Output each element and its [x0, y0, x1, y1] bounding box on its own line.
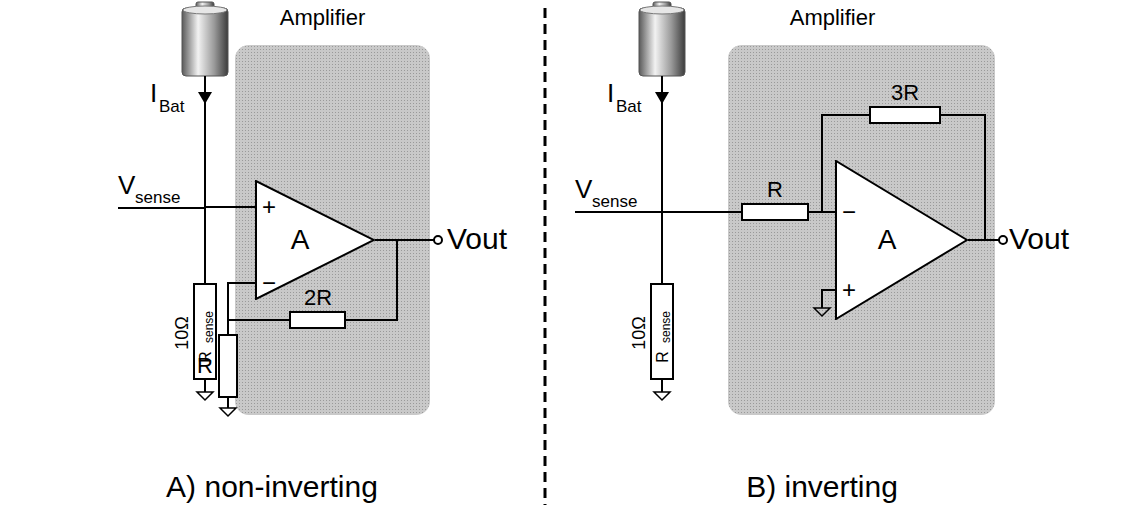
signal-label: I: [150, 80, 157, 106]
signal-label: sense: [592, 193, 637, 210]
signal-label: Bat: [159, 98, 185, 115]
ground-symbol: [654, 392, 670, 400]
ground-symbol: [197, 392, 213, 400]
divider-line: [544, 8, 547, 505]
opamp-symbol: + −A: [255, 180, 375, 300]
signal-label: Vout: [1009, 224, 1069, 254]
wire: [227, 397, 229, 408]
opamp-outline: [256, 181, 374, 299]
resistor-name: sense: [660, 311, 672, 343]
resistor-symbol: [219, 335, 237, 397]
resistor-symbol: [870, 107, 940, 123]
opamp-outline: [836, 161, 967, 319]
sense-resistor: 10ΩRsense: [650, 283, 674, 380]
resistor-name: sense: [203, 311, 215, 343]
battery-body: [182, 8, 228, 76]
current-arrow: [198, 92, 212, 104]
panel-caption: B) inverting: [746, 472, 898, 502]
signal-label: R: [767, 179, 783, 201]
wire: [118, 207, 205, 209]
wire: [575, 211, 742, 213]
input-sign: −: [262, 271, 276, 295]
wire: [228, 319, 290, 321]
input-sign: +: [842, 278, 856, 302]
signal-label: R: [197, 355, 213, 377]
resistance-value: 10Ω: [630, 316, 648, 349]
resistance-value: 10Ω: [173, 316, 191, 349]
signal-label: Vout: [447, 224, 507, 254]
battery-top: [183, 6, 227, 14]
current-arrow: [655, 92, 669, 104]
input-sign: −: [842, 200, 856, 224]
wire: [661, 380, 663, 392]
signal-label: Bat: [616, 98, 642, 115]
signal-label: V: [575, 176, 592, 202]
panel-caption: A) non-inverting: [166, 472, 378, 502]
signal-label: V: [118, 172, 135, 198]
wire: [968, 239, 999, 241]
gain-label: A: [878, 226, 897, 254]
signal-label: sense: [135, 189, 180, 206]
resistor-symbol: [290, 312, 345, 328]
wire: [204, 380, 206, 392]
gain-label: A: [291, 226, 310, 254]
battery-top: [640, 6, 684, 14]
output-terminal: [999, 236, 1007, 244]
battery-body: [639, 8, 685, 76]
wire: [661, 76, 663, 283]
resistor-name: R: [655, 351, 671, 363]
output-terminal: [434, 236, 442, 244]
region-heading: Amplifier: [790, 7, 876, 29]
input-sign: +: [262, 195, 276, 219]
signal-label: 3R: [891, 82, 919, 104]
signal-label: I: [607, 80, 614, 106]
amplifier-region: Amplifier+−A: [235, 45, 430, 415]
amplifier-region: Amplifier−+A: [728, 45, 995, 415]
ground-symbol: [220, 408, 236, 416]
resistor-symbol: [742, 204, 808, 220]
signal-label: 2R: [304, 287, 332, 309]
opamp-symbol: − + A: [835, 160, 968, 320]
wire: [375, 239, 434, 241]
region-heading: Amplifier: [280, 7, 366, 29]
